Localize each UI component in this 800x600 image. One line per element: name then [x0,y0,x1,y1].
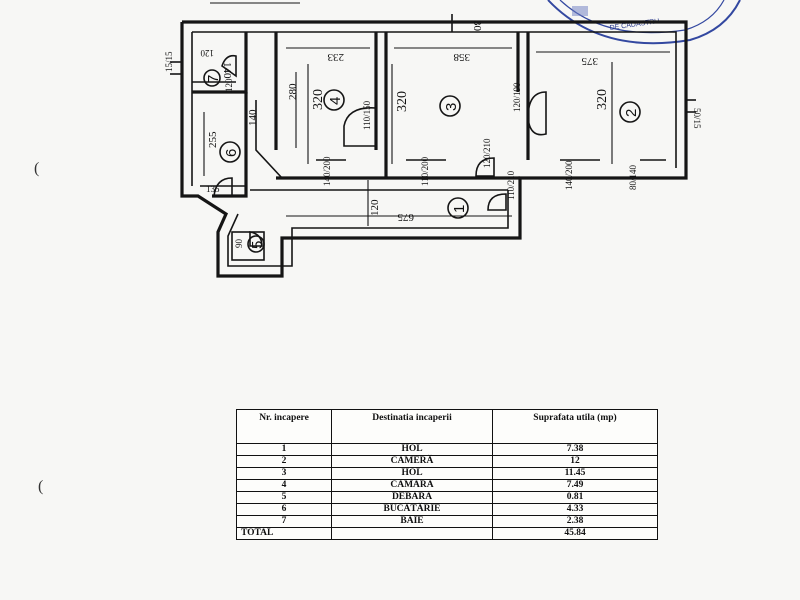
top-width-label: 30 [471,20,483,32]
dim-room3-height: 320 [395,91,410,112]
walls [170,14,696,278]
total-value: 45.84 [492,527,658,540]
room-5-number: 5 [249,241,266,249]
area-table: Nr. incapere Destinatia incaperii Supraf… [236,409,658,540]
cell-area: 12 [492,455,658,468]
dim-room4-width: 233 [327,51,344,63]
dimension-lines [203,47,670,226]
dim-room7-a: 140 [221,62,233,79]
misc-label-1: 15/15 [164,51,174,72]
table-row: 4 CAMARA 7.49 [236,479,658,492]
opening-3: 140/200 [564,160,574,190]
table-row: 5 DEBARA 0.81 [236,491,658,504]
cell-dest: HOL [331,467,493,480]
header-area: Suprafata utila (mp) [492,409,658,444]
cell-area: 7.49 [492,479,658,492]
cell-area: 0.81 [492,491,658,504]
cell-dest: CAMERĂ [331,455,493,468]
cell-nr: 1 [236,443,332,456]
cell-nr: 5 [236,491,332,504]
cell-area: 4.33 [492,503,658,516]
room-6-number: 6 [223,149,240,157]
table-row: 3 HOL 11.45 [236,467,658,480]
table-row: 6 BUCĂTĂRIE 4.33 [236,503,658,516]
dim-room2-height: 320 [595,89,610,110]
room-3-number: 3 [443,103,460,111]
stamp-text: DE CADASTRU [609,18,660,32]
dim-hall-width: 120 [369,199,381,216]
cell-dest: HOL [331,443,493,456]
cell-dest: CAMARA [331,479,493,492]
room-2-number: 2 [623,109,640,117]
header-destination: Destinatia incaperii [331,409,493,444]
table-total-row: TOTAL 45.84 [236,527,658,540]
dim-room6-depth: 140 [247,109,259,126]
table-header-row: Nr. incapere Destinatia incaperii Supraf… [236,409,658,444]
room-1-number: 1 [451,205,468,213]
dim-room5: 90 [234,239,244,249]
room-markers: 4 3 2 1 6 7 5 [203,69,641,253]
scan-mark: ( [38,478,44,495]
table-row: 2 CAMERĂ 12 [236,455,658,468]
table-row: 7 BAIE 2.38 [236,515,658,528]
dim-room4-depth: 280 [287,83,299,100]
cell-area: 7.38 [492,443,658,456]
cell-dest: BAIE [331,515,493,528]
dim-room4-height: 320 [311,89,326,110]
total-label: TOTAL [236,527,332,540]
opening-5: 110/150 [362,100,372,130]
opening-2: 110/200 [420,156,430,186]
dim-room7-b: 120 [224,78,234,92]
cell-dest: BUCĂTĂRIE [331,503,493,516]
dim-room7-c: 120 [200,48,214,58]
dim-room3-width: 358 [453,51,470,63]
cell-nr: 6 [236,503,332,516]
cell-dest: DEBARA [331,491,493,504]
cell-nr: 3 [236,467,332,480]
dimension-labels: 30 233 358 375 320 280 320 320 255 140 1… [164,20,702,248]
dim-room6-width: 135 [206,184,220,194]
cell-nr: 4 [236,479,332,492]
scan-mark: ( [34,160,40,177]
cell-area: 2.38 [492,515,658,528]
opening-7: 120/210 [482,138,492,168]
table-row: 1 HOL 7.38 [236,443,658,456]
opening-1: 140/200 [322,156,332,186]
room-4-number: 4 [327,97,344,105]
room-7-number: 7 [205,75,222,83]
cell-nr: 2 [236,455,332,468]
cell-nr: 7 [236,515,332,528]
opening-6: 120/190 [512,82,522,112]
dim-hall-length: 675 [397,211,414,223]
dim-room6-height: 255 [207,131,219,148]
header-room-nr: Nr. incapere [236,409,332,444]
opening-8: 110/210 [506,170,516,200]
misc-label-2: 50/15 [692,108,702,129]
doors [213,54,547,247]
dim-room2-width: 375 [581,55,598,67]
cell-area: 11.45 [492,467,658,480]
total-empty [331,527,493,540]
opening-4: 80/140 [628,164,638,190]
